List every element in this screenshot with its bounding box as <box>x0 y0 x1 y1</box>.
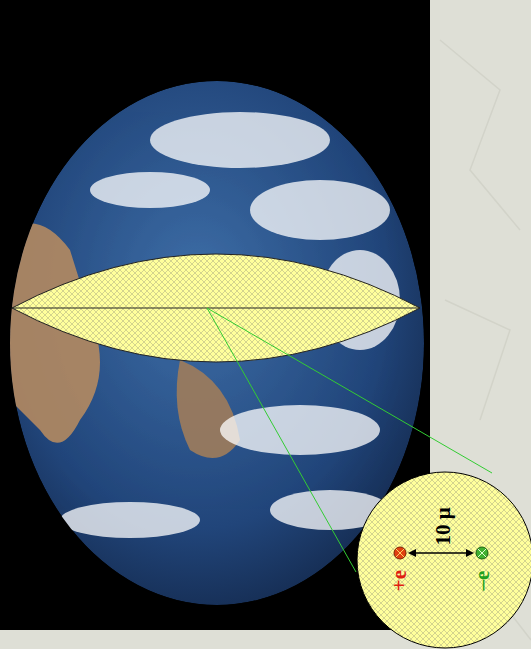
charge-label: –e <box>472 570 493 590</box>
distance-arrow <box>408 549 474 557</box>
distance-label: 10 μ <box>433 507 454 545</box>
zoom-line <box>207 308 492 473</box>
positive-charge <box>394 547 406 559</box>
zoom-line <box>207 308 356 572</box>
charge-label: +e <box>389 569 410 590</box>
globe <box>10 81 424 605</box>
negative-charge <box>476 547 488 559</box>
zoom-circle <box>357 472 531 648</box>
equatorial-slice <box>12 254 420 362</box>
